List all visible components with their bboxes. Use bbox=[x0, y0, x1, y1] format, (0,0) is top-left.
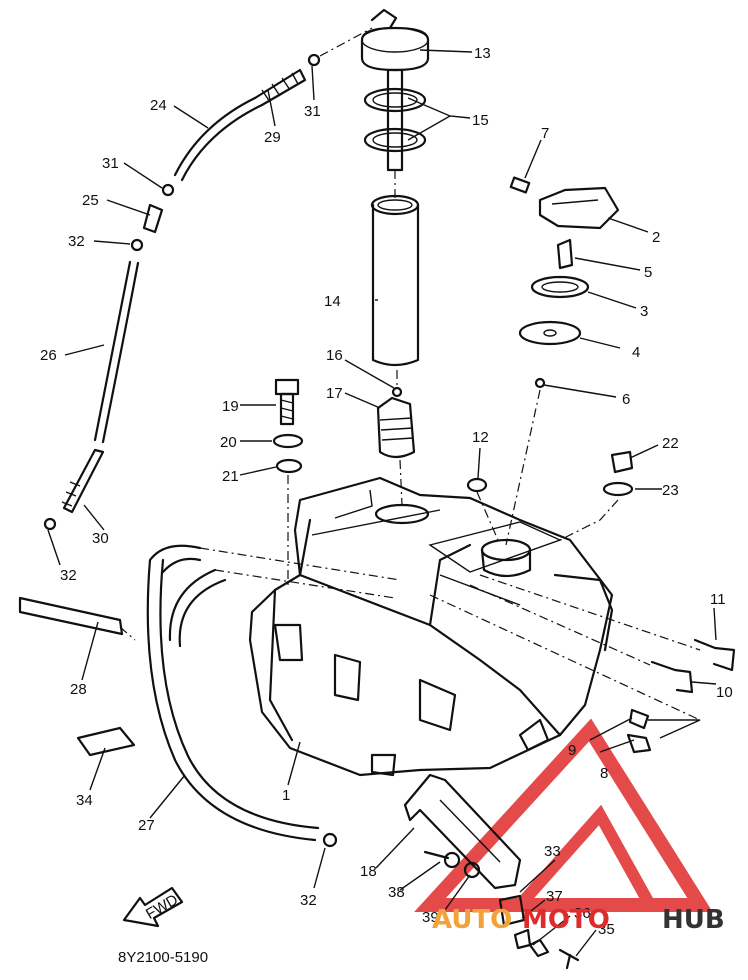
callout-23: 23 bbox=[662, 482, 679, 499]
fuel-pump-assembly bbox=[360, 8, 430, 459]
watermark-auto: AUTO bbox=[432, 905, 512, 935]
callout-5: 5 bbox=[644, 264, 652, 281]
callout-8: 8 bbox=[600, 765, 608, 782]
callout-7: 7 bbox=[541, 125, 549, 142]
callout-29: 29 bbox=[264, 129, 281, 146]
fuel-tank bbox=[248, 476, 614, 777]
callout-18: 18 bbox=[360, 863, 377, 880]
callout-17: 17 bbox=[326, 385, 343, 402]
watermark-triangle-inner bbox=[515, 804, 656, 909]
callout-37: 37 bbox=[546, 888, 563, 905]
callout-24: 24 bbox=[150, 97, 167, 114]
watermark-moto: MOTO bbox=[522, 905, 610, 935]
callout-11: 11 bbox=[710, 591, 726, 608]
callout-33: 33 bbox=[544, 843, 561, 860]
callout-31-top: 31 bbox=[304, 103, 321, 120]
callout-38: 38 bbox=[388, 884, 405, 901]
callout-27: 27 bbox=[138, 817, 155, 834]
front-direction-arrow: FWD bbox=[122, 886, 184, 928]
grommets-and-pins bbox=[466, 450, 736, 754]
callout-10: 10 bbox=[716, 684, 733, 701]
callout-32-left: 32 bbox=[68, 233, 85, 250]
bolt-set bbox=[272, 378, 304, 474]
callout-31-left: 31 bbox=[102, 155, 119, 172]
watermark-triangle bbox=[414, 718, 713, 912]
callout-30: 30 bbox=[92, 530, 109, 547]
callout-14: 14 bbox=[324, 293, 341, 310]
callout-25: 25 bbox=[82, 192, 99, 209]
callout-21: 21 bbox=[222, 468, 239, 485]
callout-4: 4 bbox=[632, 344, 640, 361]
callout-numbers: 1 2 3 4 5 6 7 8 9 10 11 12 13 14 15 16 1… bbox=[40, 45, 733, 938]
callout-3: 3 bbox=[640, 303, 648, 320]
callout-1: 1 bbox=[282, 787, 290, 804]
assembly-lines bbox=[119, 27, 701, 721]
callout-34: 34 bbox=[76, 792, 93, 809]
callout-26: 26 bbox=[40, 347, 57, 364]
fuel-hoses bbox=[18, 53, 338, 848]
callout-35: 35 bbox=[598, 921, 615, 938]
watermark-hub: HUB bbox=[662, 905, 725, 935]
callout-39: 39 bbox=[422, 909, 439, 926]
callout-6: 6 bbox=[622, 391, 630, 408]
watermark-logo bbox=[414, 718, 713, 912]
callout-19: 19 bbox=[222, 398, 239, 415]
callout-32-bottom: 32 bbox=[300, 892, 317, 909]
callout-32-lower: 32 bbox=[60, 567, 77, 584]
callout-9: 9 bbox=[568, 742, 576, 759]
callout-12: 12 bbox=[472, 429, 489, 446]
callout-22: 22 bbox=[662, 435, 679, 452]
mounting-bracket bbox=[403, 773, 580, 970]
callout-2: 2 bbox=[652, 229, 660, 246]
leader-lines bbox=[47, 49, 717, 957]
callout-16: 16 bbox=[326, 347, 343, 364]
callout-20: 20 bbox=[220, 434, 237, 451]
fuel-cap-assembly bbox=[509, 176, 620, 389]
callout-15: 15 bbox=[472, 112, 489, 129]
watermark-text: AUTO MOTO HUB bbox=[432, 905, 725, 935]
front-arrow-text: FWD bbox=[143, 891, 181, 923]
callout-13: 13 bbox=[474, 45, 491, 62]
drawing-code: 8Y2100-5190 bbox=[118, 949, 208, 966]
callout-28: 28 bbox=[70, 681, 87, 698]
callout-36: 36 bbox=[574, 905, 591, 922]
